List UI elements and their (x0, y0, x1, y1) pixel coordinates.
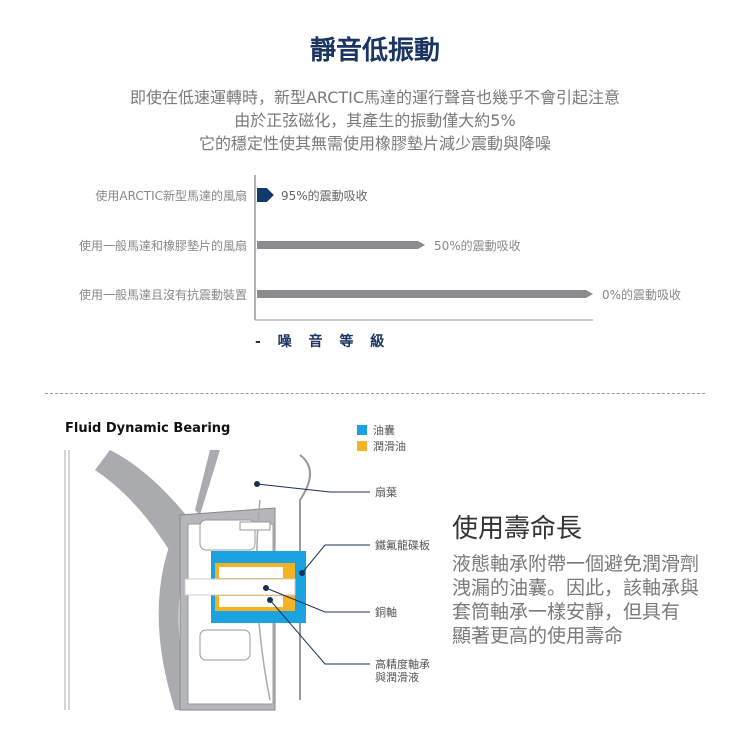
data-label: 50%的震動吸收 (434, 239, 521, 253)
data-label: 95%的震動吸收 (281, 189, 368, 203)
lifetime-text-line: 洩漏的油囊。因此，該軸承與 (452, 577, 700, 599)
bar (257, 241, 425, 249)
part-label-bearing-line1: 高精度軸承 (375, 658, 430, 671)
category-label: 使用ARCTIC新型馬達的風扇 (95, 189, 247, 203)
vibration-chart (254, 175, 593, 321)
part-label-bearing-line2: 與潤滑液 (375, 671, 419, 684)
legend-item-oil-bag: 油囊 (357, 422, 395, 438)
legend-swatch (357, 425, 367, 435)
bar (257, 290, 593, 298)
subtitle-line-3: 它的穩定性使其無需使用橡膠墊片減少震動與降噪 (198, 134, 551, 153)
part-label-teflon-plate: 鐵氟龍碟板 (375, 539, 430, 552)
copper-shaft (184, 578, 296, 596)
bearing-title: Fluid Dynamic Bearing (65, 421, 231, 436)
bar (257, 188, 274, 202)
category-label: 使用一般馬達和橡膠墊片的風扇 (78, 239, 247, 253)
fan-blade (95, 450, 190, 560)
legend-item-lubricant: 潤滑油 (357, 438, 406, 454)
section-divider (45, 393, 705, 394)
lifetime-text-line: 液態軸承附帶一個避免潤滑劑 (452, 553, 700, 575)
data-label: 0%的震動吸收 (602, 288, 682, 302)
page-title: 靜音低振動 (309, 36, 440, 66)
part-label-fan-blade: 扇葉 (375, 486, 397, 499)
legend-label: 潤滑油 (373, 440, 406, 453)
subtitle-line-1: 即使在低速運轉時，新型ARCTIC馬達的運行聲音也幾乎不會引起注意 (129, 88, 621, 107)
legend-label: 油囊 (373, 424, 395, 437)
subtitle-line-2: 由於正弦磁化，其產生的振動僅大約5% (234, 111, 516, 130)
lifetime-text-line: 顯著更高的使用壽命 (452, 625, 624, 647)
lifetime-text-line: 套筒軸承一樣安靜，但具有 (452, 601, 681, 623)
lifetime-title: 使用壽命長 (452, 514, 583, 544)
part-label-copper-shaft: 銅軸 (375, 606, 397, 619)
category-label: 使用一般馬達且沒有抗震動裝置 (78, 288, 247, 302)
x-axis-label: - 噪 音 等 級 (255, 334, 391, 350)
bearing-diagram (64, 450, 370, 711)
legend-swatch (357, 441, 367, 451)
